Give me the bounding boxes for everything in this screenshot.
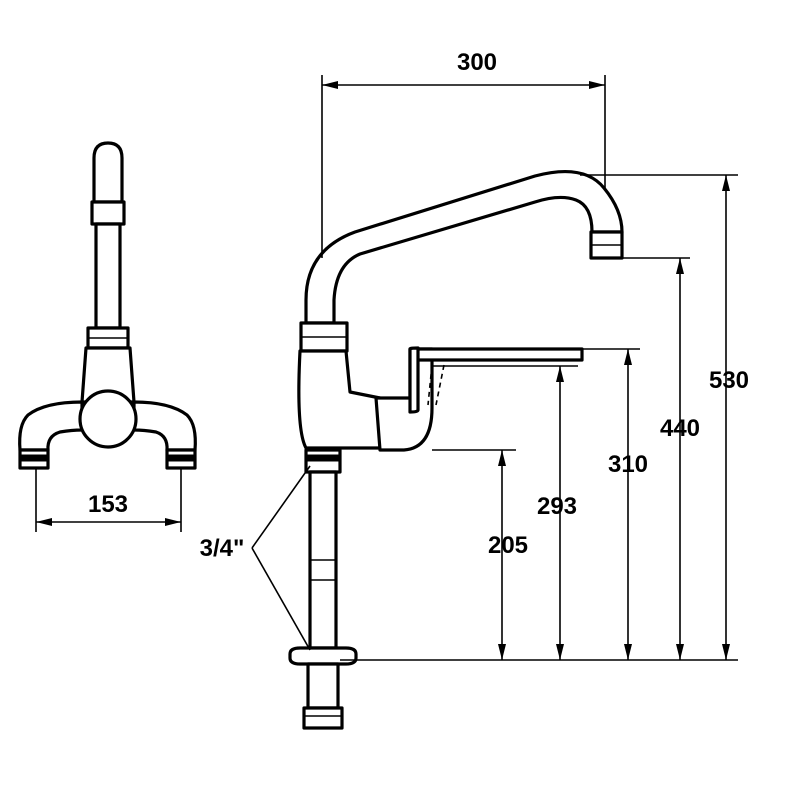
front-view <box>18 141 197 532</box>
label-300: 300 <box>457 49 497 76</box>
dimension-labels: 300 153 3/4" 205 293 310 440 530 <box>88 49 749 562</box>
label-530: 530 <box>709 367 749 394</box>
label-293: 293 <box>537 493 577 520</box>
label-thread-size: 3/4" <box>200 535 245 562</box>
side-view <box>288 169 624 730</box>
dimension-lines <box>36 75 738 661</box>
label-153: 153 <box>88 491 128 518</box>
label-310: 310 <box>608 451 648 478</box>
label-205: 205 <box>488 532 528 559</box>
label-440: 440 <box>660 415 700 442</box>
